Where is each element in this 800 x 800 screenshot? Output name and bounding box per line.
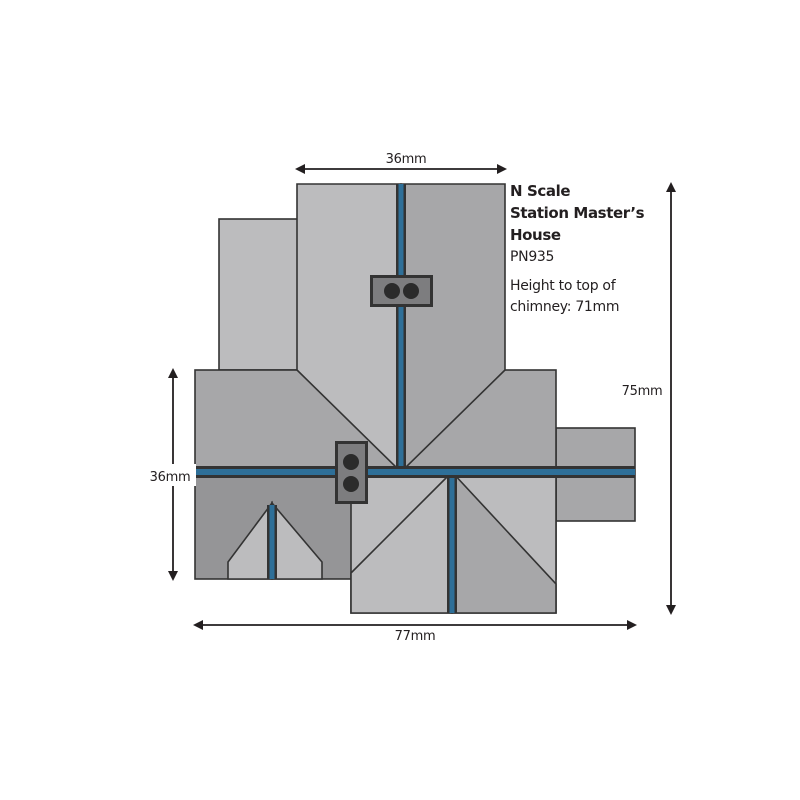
ridge-lines <box>195 184 635 613</box>
rear-left-wing-roof <box>218 218 299 371</box>
top-width-label: 36mm <box>386 152 427 167</box>
chimney-top <box>370 275 433 307</box>
height-note-line-2: chimney: 71mm <box>510 299 620 315</box>
product-title-line-1: N Scale <box>510 182 571 200</box>
dimension-arrows <box>168 164 676 630</box>
total-height-label: 75mm <box>622 384 663 399</box>
chimney-middle <box>335 441 368 504</box>
chimney-pot <box>343 454 359 470</box>
chimney-pot <box>403 283 419 299</box>
chimney-pot <box>384 283 400 299</box>
product-code: PN935 <box>510 249 555 265</box>
product-info: N Scale Station Master’s House PN935 Hei… <box>510 180 670 318</box>
left-depth-label: 36mm <box>150 470 191 485</box>
height-note-line-1: Height to top of <box>510 278 616 294</box>
chimney-pot <box>343 476 359 492</box>
product-title-line-3: House <box>510 226 561 244</box>
total-width-label: 77mm <box>395 629 436 644</box>
roof-plan <box>194 183 636 614</box>
product-title-line-2: Station Master’s <box>510 204 645 222</box>
